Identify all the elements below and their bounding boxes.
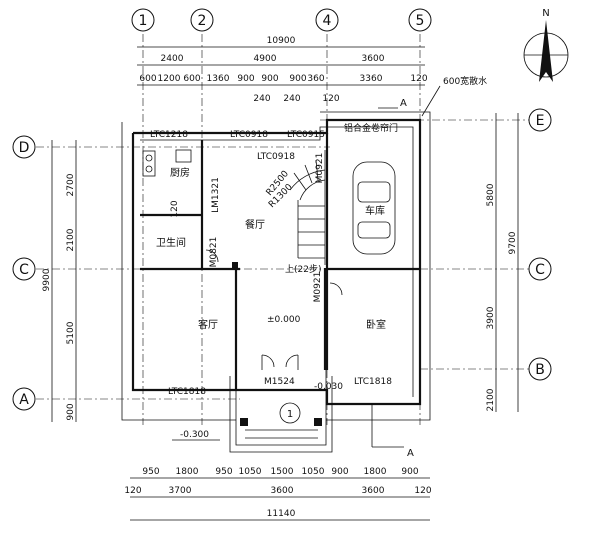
axis-bubbles-top: 1 2 4 5 (131, 8, 432, 32)
dim-bottom-total: 11140 (267, 509, 296, 519)
dim-top-row2: 2400 (161, 54, 184, 64)
dim-bottom-row2: 3700 (169, 486, 192, 496)
dim-bottom-row1: 1800 (364, 467, 387, 477)
dimensions-bottom: 950 1800 950 1050 1500 1050 900 1800 900… (124, 467, 432, 521)
dim-top-row3: 900 (237, 74, 254, 84)
room-kitchen: 厨房 (170, 166, 190, 179)
dimensions-top: 10900 2400 4900 3600 600 1200 600 1360 9… (137, 36, 428, 104)
dimensions-right: 5800 3900 2100 9700 (486, 113, 519, 412)
dim-bottom-row1: 900 (401, 467, 418, 477)
door-m0921-a: M0921 (315, 153, 325, 184)
dim-top-row3: 3360 (360, 74, 383, 84)
room-dining: 餐厅 (245, 218, 265, 231)
window-ltc0918-b: LTC0918 (257, 152, 295, 162)
north-arrow: N (523, 8, 569, 82)
axis-label-a-left: A (19, 392, 29, 408)
dim-bottom-row2: 3600 (362, 486, 385, 496)
level-m0030: -0.030 (314, 382, 343, 392)
dim-top-row4: 240 (283, 94, 300, 104)
axis-label-4: 4 (323, 13, 332, 29)
room-living: 客厅 (198, 318, 218, 331)
dim-bottom-row2: 3600 (271, 486, 294, 496)
section-marks: 1 A A (279, 98, 414, 459)
dim-right-seg: 2100 (486, 388, 496, 411)
section-mark-label: 1 (287, 409, 293, 420)
car-icon (352, 161, 396, 255)
dim-top-total: 10900 (267, 36, 296, 46)
window-ltc1818-left: LTC1818 (168, 387, 206, 397)
walls (121, 111, 431, 453)
dim-top-row4: 240 (253, 94, 270, 104)
north-label: N (542, 8, 549, 19)
annotations: LTC1218 LTC0918 LTC0918 LTC0915 LTC1818 … (150, 75, 487, 441)
axis-grid (36, 34, 530, 425)
dim-bottom-row2: 120 (414, 486, 431, 496)
dim-bottom-row1: 1050 (239, 467, 262, 477)
level-m0300: -0.300 (180, 430, 209, 440)
dim-top-row3: 600 (139, 74, 156, 84)
dim-top-row3: 1360 (207, 74, 230, 84)
dim-left-seg: 5100 (66, 321, 76, 344)
section-a-bottom: A (407, 448, 414, 459)
dim-left-seg: 2700 (66, 173, 76, 196)
dimensions-left: 9900 2700 2100 5100 900 (42, 140, 77, 422)
window-ltc1818-right: LTC1818 (354, 377, 392, 387)
dim-bottom-row1: 1500 (271, 467, 294, 477)
axis-bubbles-right: E C B (528, 108, 552, 381)
door-m0921-b: M0921 (313, 272, 323, 303)
dim-top-row3: 600 (183, 74, 200, 84)
room-labels: 厨房 卫生间 餐厅 客厅 车库 卧室 (156, 166, 386, 331)
stair-up-label: 上(22步) (285, 264, 321, 275)
dim-bottom-row1: 1050 (302, 467, 325, 477)
axis-label-5: 5 (416, 13, 425, 29)
dim-top-row2: 3600 (362, 54, 385, 64)
dim-right-total: 9700 (508, 231, 518, 254)
axis-label-d: D (19, 140, 30, 156)
door-m0821: M0821 (209, 237, 219, 268)
axis-label-c-right: C (535, 262, 545, 278)
dim-bottom-row1: 900 (331, 467, 348, 477)
door-swings (205, 249, 343, 370)
dim-bottom-row2: 120 (124, 486, 141, 496)
dim-top-row3: 900 (289, 74, 306, 84)
dim-left-seg: 2100 (66, 228, 76, 251)
garage-door-label: 铝合金卷帘门 (344, 122, 398, 134)
window-ltc0918: LTC0918 (230, 130, 268, 140)
axis-label-b: B (535, 362, 545, 378)
kitchen-dim-120: 120 (170, 200, 180, 217)
door-m1524: M1524 (264, 377, 295, 387)
dim-bottom-row1: 950 (142, 467, 159, 477)
kitchen-fixtures (142, 149, 192, 177)
window-ltc1218: LTC1218 (150, 130, 188, 140)
dim-bottom-row1: 950 (215, 467, 232, 477)
axis-label-1: 1 (139, 13, 148, 29)
axis-label-2: 2 (198, 13, 207, 29)
door-lm1321: LM1321 (211, 177, 221, 213)
dim-right-seg: 3900 (486, 306, 496, 329)
window-ltc0915: LTC0915 (287, 130, 325, 140)
section-a-top: A (400, 98, 407, 109)
dim-top-row2: 4900 (254, 54, 277, 64)
dim-top-row3: 900 (261, 74, 278, 84)
dim-bottom-row1: 1800 (176, 467, 199, 477)
level-0: ±0.000 (267, 315, 301, 325)
axis-bubbles-left: D C A (12, 135, 36, 411)
spiral-stair (289, 150, 326, 265)
apron-label: 600宽散水 (443, 75, 487, 87)
dim-top-row3: 1200 (158, 74, 181, 84)
room-bedroom: 卧室 (366, 318, 386, 331)
dim-top-row4: 120 (322, 94, 339, 104)
dim-left-total: 9900 (42, 268, 52, 291)
dim-right-seg: 5800 (486, 183, 496, 206)
room-garage: 车库 (365, 204, 385, 217)
dim-top-row3: 360 (307, 74, 324, 84)
axis-label-c-left: C (19, 262, 29, 278)
axis-label-e: E (536, 113, 545, 129)
room-bathroom: 卫生间 (156, 236, 186, 249)
dim-left-seg: 900 (66, 403, 76, 420)
dim-top-row3: 120 (410, 74, 427, 84)
